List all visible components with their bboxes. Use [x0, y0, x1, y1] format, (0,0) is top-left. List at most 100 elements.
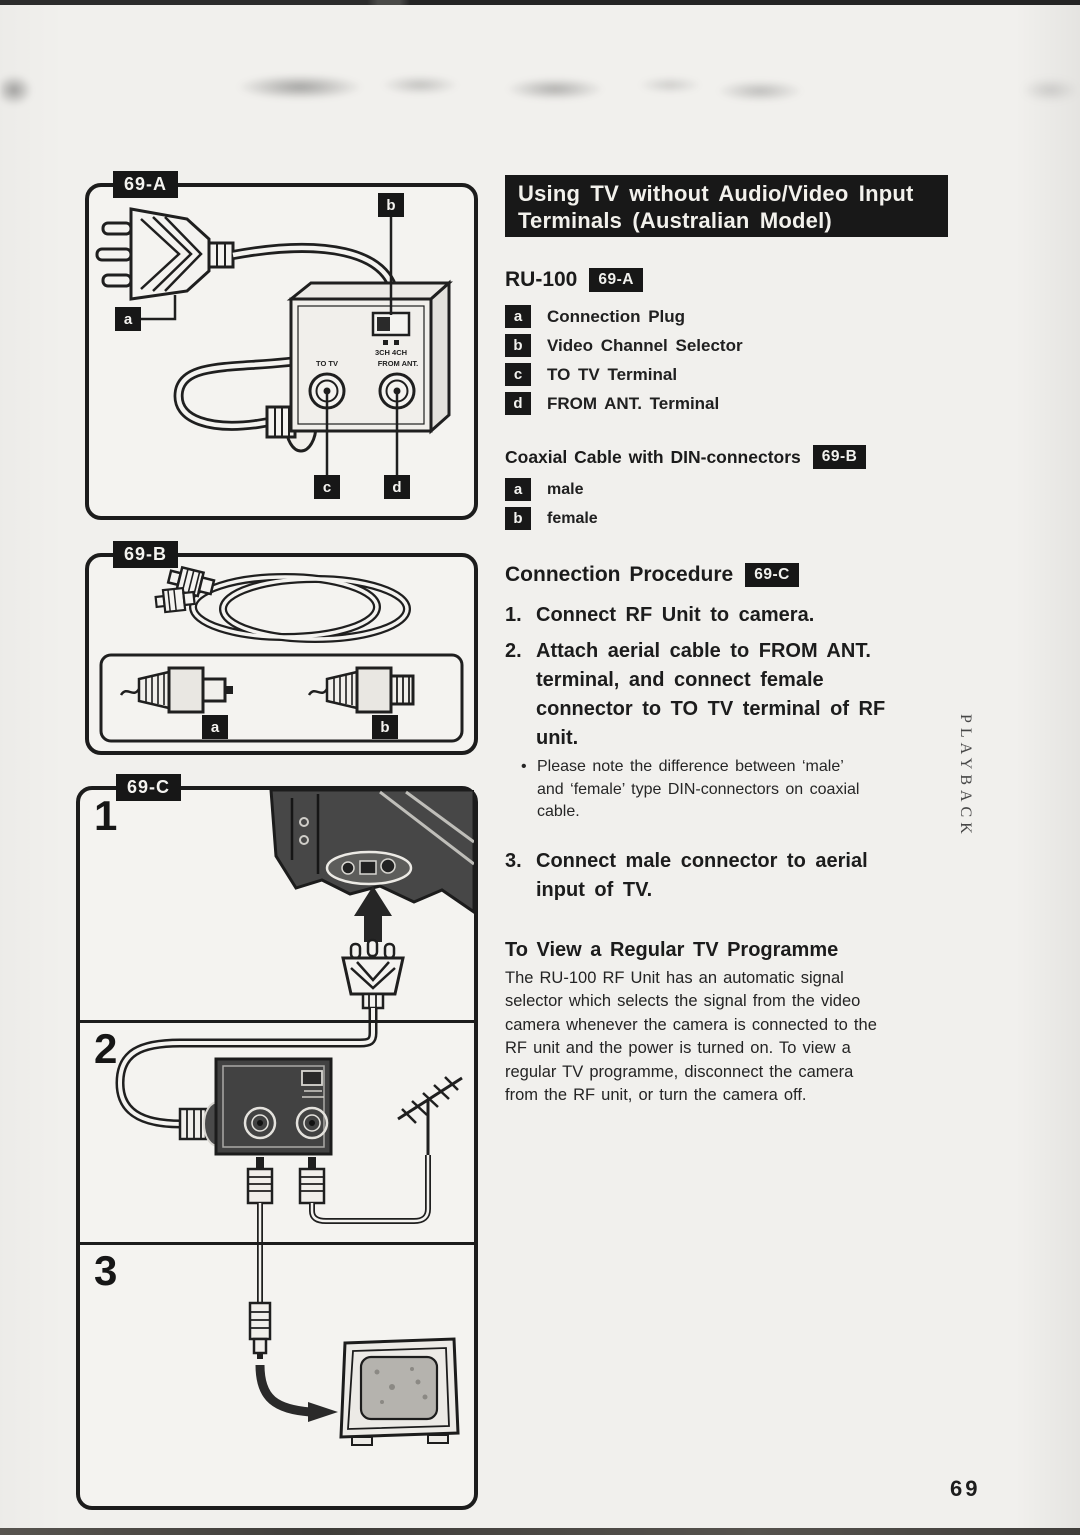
tv-set-drawing	[339, 1337, 460, 1446]
paragraph-line: RF unit and the power is turned on. To v…	[505, 1039, 851, 1057]
curved-arrow-to-tv	[255, 1364, 338, 1422]
step-text: connector to TO TV terminal of RF	[536, 698, 886, 720]
ru100-heading-row: RU-100 69-A	[505, 268, 957, 292]
from-ant-terminal-label: FROM ANT.	[378, 359, 419, 368]
step-text: unit.	[536, 727, 579, 749]
callout-c: c	[323, 479, 331, 496]
scan-smudge-spot	[990, 60, 1080, 120]
step-text: Attach aerial cable to FROM ANT.	[536, 640, 871, 662]
connection-plug-drawing	[95, 207, 235, 301]
figure-tag-69a: 69-A	[113, 171, 179, 198]
figure-69b-coaxial-cable: 69-B	[85, 541, 478, 755]
figure-tag-69b: 69-B	[113, 541, 179, 568]
regular-tv-heading: To View a Regular TV Programme	[505, 938, 839, 961]
key-badge-c: c	[505, 363, 531, 386]
panel-number-2: 2	[94, 1025, 118, 1072]
figure-69c-panel-1: 1	[80, 788, 476, 1020]
figure-ref-69c: 69-C	[745, 563, 799, 587]
figure-69c-procedure: 69-C 1	[76, 774, 478, 1510]
note-text: cable.	[537, 803, 580, 820]
scan-smudge-band	[0, 55, 820, 115]
panel1-illustration	[269, 788, 476, 1020]
figure-callout-labels: b a c d	[115, 193, 410, 499]
panel2-illustration	[115, 1023, 463, 1245]
section-title-bar: Using TV without Audio/Video Input Termi…	[505, 175, 948, 237]
ru100-heading: RU-100	[505, 268, 578, 291]
procedure-step-2: 2.Attach aerial cable to FROM ANT. termi…	[505, 637, 957, 753]
step-number: 2.	[505, 640, 522, 662]
figure-ref-69a: 69-A	[589, 268, 643, 292]
left-plug	[246, 1157, 274, 1245]
male-din-connector-drawing: a	[119, 666, 233, 739]
procedure-step-1: 1. Connect RF Unit to camera.	[505, 601, 957, 630]
procedure-heading: Connection Procedure	[505, 563, 734, 586]
coaxial-item-list: a male b female	[505, 478, 957, 530]
list-item: a male	[505, 478, 957, 501]
key-badge-male: a	[505, 478, 531, 501]
panel-number-3: 3	[94, 1247, 118, 1294]
list-item: d FROM ANT. Terminal	[505, 392, 957, 415]
step-number: 3.	[505, 849, 522, 872]
step-text: Connect RF Unit to camera.	[536, 604, 815, 626]
list-item: c TO TV Terminal	[505, 363, 957, 386]
page-title-line1: Using TV without Audio/Video Input	[518, 181, 914, 206]
figure-69c-panel-2: 2	[80, 1020, 474, 1245]
key-badge-b: b	[505, 334, 531, 357]
up-arrow	[354, 886, 392, 942]
step-text: Connect male connector to aerial	[536, 849, 868, 872]
procedure-step-3: 3. Connect male connector to aerial input…	[505, 847, 957, 905]
panel3-illustration	[248, 1245, 460, 1446]
cable-with-connector	[248, 1245, 272, 1359]
playback-side-label: PLAYBACK	[957, 714, 974, 839]
ru100-item-list: a Connection Plug b Video Channel Select…	[505, 305, 957, 415]
channel-selector-label: 3CH 4CH	[375, 348, 407, 357]
scan-edge-bottom	[0, 1528, 1080, 1535]
bullet: •	[521, 758, 527, 775]
figure-69b-illustration: a b	[99, 565, 464, 743]
callout-b: b	[386, 197, 395, 214]
camera-av-port	[325, 850, 413, 886]
coiled-cable-drawing	[154, 565, 411, 643]
figure-tag-69c: 69-C	[116, 774, 182, 801]
callout-a: a	[124, 311, 133, 328]
item-label: FROM ANT. Terminal	[547, 393, 720, 413]
list-item: b Video Channel Selector	[505, 334, 957, 357]
figure-69c-panel-3: 3	[80, 1242, 474, 1500]
regular-tv-paragraph: The RU-100 RF Unit has an automatic sign…	[505, 967, 957, 1108]
paragraph-line: regular TV programme, disconnect the cam…	[505, 1062, 854, 1081]
connector-inset-box	[99, 653, 464, 743]
key-badge-a: a	[505, 305, 531, 328]
channel-selector-switch: 3CH 4CH	[371, 311, 411, 357]
procedure-heading-row: Connection Procedure 69-C	[505, 563, 957, 587]
step-number: 1.	[505, 604, 522, 626]
key-badge-female: b	[505, 507, 531, 530]
rf-cable-loop	[115, 1023, 378, 1147]
step-text: input of TV.	[536, 878, 653, 901]
page-title-line2: Terminals (Australian Model)	[518, 208, 832, 233]
tv-aerial-antenna	[397, 1076, 463, 1155]
callout-d: d	[392, 479, 401, 496]
figure-ref-69b: 69-B	[812, 445, 867, 469]
page-number: 69	[950, 1476, 981, 1501]
item-label: female	[547, 509, 598, 527]
rf-unit-dark-drawing	[214, 1057, 333, 1156]
text-column: Using TV without Audio/Video Input Termi…	[505, 175, 957, 1108]
callout-female: b	[380, 719, 389, 736]
connection-plug-panel1	[341, 938, 405, 1020]
scan-edge-top	[0, 0, 1080, 5]
figure-69a-rf-unit: 69-A	[85, 171, 478, 520]
rf-unit-drawing: 3CH 4CH TO TV FROM ANT.	[286, 279, 453, 435]
note-text: and ‘female’ type DIN-connectors on coax…	[537, 780, 860, 798]
paragraph-line: selector which selects the signal from t…	[505, 992, 861, 1010]
figure-69a-illustration: 3CH 4CH TO TV FROM ANT. b a	[95, 193, 453, 499]
procedure-note: • Please note the difference between ‘mal…	[521, 756, 957, 824]
item-label: male	[547, 480, 584, 498]
to-tv-terminal-label: TO TV	[316, 359, 338, 368]
item-label: TO TV Terminal	[547, 364, 678, 384]
key-badge-d: d	[505, 392, 531, 415]
right-plug-and-aerial-cable	[298, 1134, 437, 1224]
panel-number-1: 1	[94, 792, 118, 839]
note-text: Please note the difference between ‘male…	[537, 758, 844, 775]
list-item: a Connection Plug	[505, 305, 957, 328]
